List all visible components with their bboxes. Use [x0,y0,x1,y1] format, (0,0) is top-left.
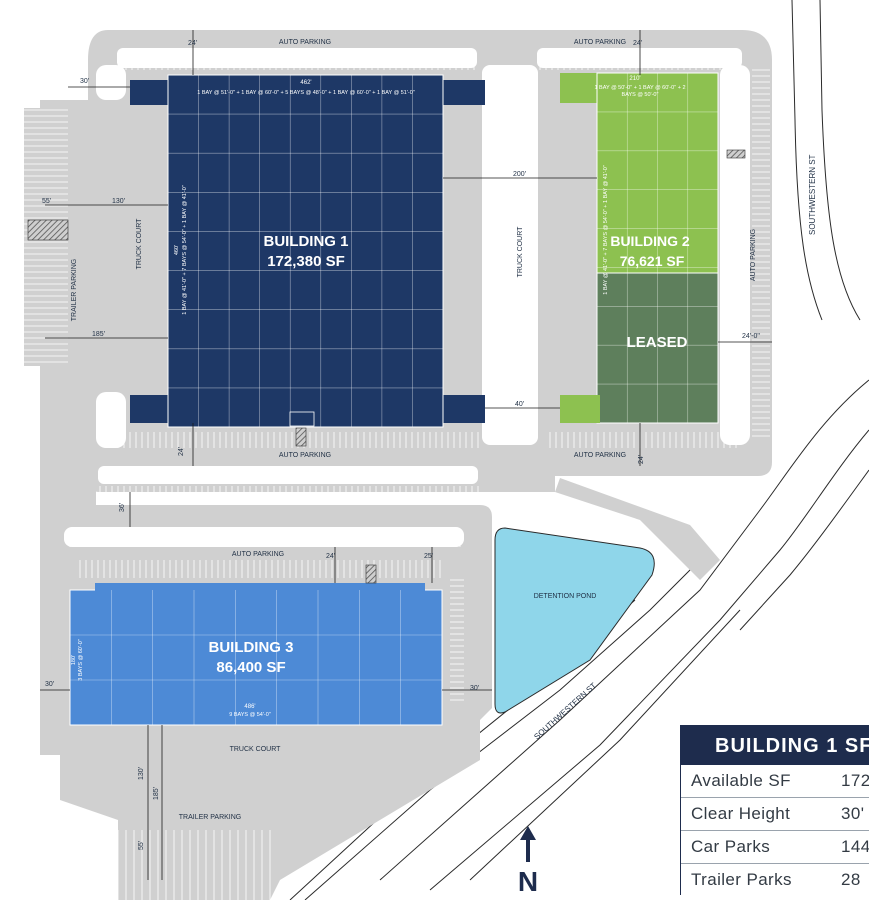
west-drive [40,100,96,520]
panel-row-key: Clear Height [691,804,791,823]
building-2-width-dim: 210' [629,76,640,82]
dim-40-center: 40' [515,401,524,408]
building-1: BUILDING 1 172,380 SF 462' 1 BAY @ 51'-0… [130,74,485,428]
panel-row-value: 28 [841,870,861,889]
dim-24-north-2: 24' [633,40,642,47]
detention-pond [494,527,655,714]
north-arrow-icon [520,826,536,862]
truck-court-label-2: TRUCK COURT [517,226,524,278]
median-north-top-east [537,48,742,68]
truck-court-label-3: TRUCK COURT [230,746,282,753]
building-1-bays-top: 1 BAY @ 51'-0" + 1 BAY @ 60'-0" + 5 BAYS… [197,90,415,96]
dimension-labels: 24' 24' 30' 55' 130' 185' 200' 40' 24' 2… [42,40,760,850]
dim-24-mid-2: 24' [638,455,645,464]
hatch-b1-dock [295,427,307,447]
panel-row-value: 172 [841,771,869,790]
hatch-b2-dock [726,149,746,159]
building-1-bays-side: 1 BAY @ 41'-0" + 7 BAYS @ 54'-0" + 1 BAY… [182,185,188,315]
dim-185-south: 185' [153,787,160,800]
median-west-1 [96,65,126,100]
dimension-lines [40,30,772,880]
trailer-parking-label-1: TRAILER PARKING [71,259,78,322]
building-3: BUILDING 3 86,400 SF 486' 9 BAYS @ 54'-0… [69,583,443,726]
building-2: BUILDING 2 76,621 SF LEASED 210' 1 BAY @… [560,72,719,424]
north-letter: N [517,866,539,897]
dim-185-west: 185' [92,331,105,338]
dim-36: 36' [119,503,126,512]
median-west-2 [96,392,126,448]
dim-55-west: 55' [42,198,51,205]
dim-25-south: 25' [424,553,433,560]
building-1-width-dim: 462' [300,80,311,86]
north-arrow: N [512,826,544,897]
building-1-title: BUILDING 1 [263,233,348,250]
auto-parking-label-1: AUTO PARKING [279,39,331,46]
auto-parking-label-4: AUTO PARKING [574,452,626,459]
dim-200-center: 200' [513,171,526,178]
hatch-b3-dock [365,564,377,584]
building-2-bays-side: 1 BAY @ 41'-0" + 7 BAYS @ 54'-0" + 1 BAY… [603,165,609,295]
east-entrance-drive [555,478,720,580]
street-label-east: SOUTHWESTERN ST [808,154,817,235]
dim-24-south: 24' [326,553,335,560]
trailer-parking-label-2: TRAILER PARKING [179,814,242,821]
panel-row-key: Available SF [691,771,791,790]
dim-30-west: 30' [80,78,89,85]
building-3-title: BUILDING 3 [208,639,293,656]
building-info-panel: BUILDING 1 SF Available SF 172 Clear Hei… [680,725,869,895]
building-1-area: 172,380 SF [267,253,345,270]
detention-pond-label: DETENTION POND [534,593,597,600]
auto-parking-label-5: AUTO PARKING [232,551,284,558]
auto-parking-label-6: AUTO PARKING [750,229,757,281]
building-3-bays-side: 3 BAYS @ 60'-0" [78,639,84,681]
building-2-bays-top-1: 1 BAY @ 50'-0" + 1 BAY @ 60'-0" + 2 [594,85,685,91]
building-2-area: 76,621 SF [620,253,685,269]
dim-130-west: 130' [112,198,125,205]
dim-24-north-1: 24' [188,40,197,47]
panel-row-key: Trailer Parks [691,870,792,889]
dim-24-0-east: 24'-0" [742,333,760,340]
panel-row-value: 30' [841,804,865,823]
building-3-area: 86,400 SF [216,659,285,676]
panel-row-car-parks: Car Parks 144 [681,831,869,864]
building-3-bays-bottom: 9 BAYS @ 54'-0" [229,712,271,718]
building-3-width-dim: 486' [244,704,255,710]
street-label-southwest: SOUTHWESTERN ST [532,681,598,742]
building-2-bays-top-2: BAYS @ 50'-0" [622,92,659,98]
dim-55-south: 55' [138,841,145,850]
hatch-west [27,219,69,241]
truck-court-label-1: TRUCK COURT [136,218,143,270]
median-north-top [117,48,477,68]
building-2-leased-label: LEASED [627,334,688,351]
median-center-east [482,65,538,445]
panel-row-value: 144 [841,837,869,856]
panel-row-trailer-parks: Trailer Parks 28 [681,864,869,895]
panel-row-clear-height: Clear Height 30' [681,798,869,831]
auto-parking-label-3: AUTO PARKING [279,452,331,459]
dim-130-south: 130' [138,767,145,780]
auto-parking-label-2: AUTO PARKING [574,39,626,46]
building-1-height-dim: 460' [174,245,180,255]
median-mid [98,466,478,484]
dim-30-b3-east: 30' [470,685,479,692]
panel-row-key: Car Parks [691,837,771,856]
dim-30-b3-west: 30' [45,681,54,688]
dim-24-mid-1: 24' [178,447,185,456]
parking-stalls [24,56,770,900]
median-east-b2 [720,65,750,445]
building-3-height-dim: 180' [71,655,77,665]
panel-title: BUILDING 1 SF [681,725,869,765]
panel-row-available-sf: Available SF 172 [681,765,869,798]
building-2-title: BUILDING 2 [610,233,690,249]
